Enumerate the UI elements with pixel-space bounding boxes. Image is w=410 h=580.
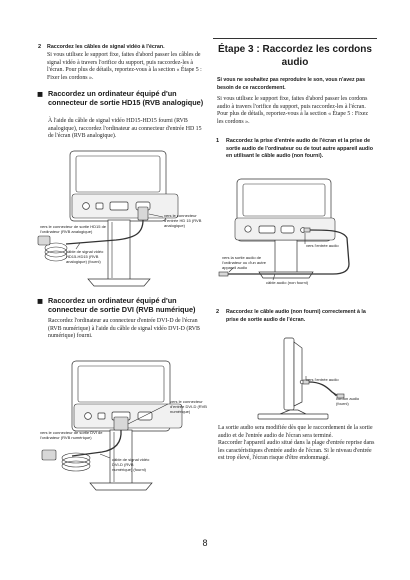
section-note: Si vous ne souhaitez pas reproduire le s… xyxy=(217,77,365,91)
monitor-back-inner xyxy=(242,183,326,217)
cable-coil-loop xyxy=(44,246,68,258)
section-intro: Si vous utilisez le support fixe, faites… xyxy=(217,96,368,125)
cable-coil-loop xyxy=(61,460,91,472)
dvi-monitor-plug xyxy=(113,416,129,431)
diagram-label-input: vers l'entrée audio xyxy=(306,377,339,382)
hd15-cable xyxy=(65,219,144,245)
page-number: 8 xyxy=(202,538,208,548)
monitor-stand-base xyxy=(89,482,153,491)
cable-coil-loop xyxy=(44,242,68,254)
monitor-stand-neck xyxy=(274,239,298,275)
hd15-connection-diagram xyxy=(37,150,179,287)
audio-cord xyxy=(308,381,339,397)
step-title: Raccordez les câbles de signal vidéo à l… xyxy=(47,44,165,50)
closing-paragraph-1: La sortie audio sera modifiée dès que le… xyxy=(218,425,373,439)
section-heading-hd15: Raccordez un ordinateur équipé d'un conn… xyxy=(48,89,204,107)
leader-line xyxy=(228,267,234,273)
diagram-label-cable: câble de signal vidéo HD15-HD15 (RVB ana… xyxy=(66,249,104,264)
monitor-stand-base xyxy=(258,271,314,279)
closing-paragraph-2: Raccorder l'appareil audio situé dans la… xyxy=(218,440,375,462)
diagram-label-input: vers le connecteur d'entrée DVI-D (RVB n… xyxy=(170,399,207,414)
leader-line xyxy=(127,403,169,425)
hd15-computer-plug xyxy=(37,235,51,246)
cable-coil-loop xyxy=(61,452,91,464)
audio-cord-plug xyxy=(336,393,345,399)
monitor-stand xyxy=(279,409,307,415)
cable-coil-loop xyxy=(61,456,91,468)
monitor-stand-base xyxy=(87,278,151,287)
diagram-label-output: vers le connecteur de sortie DVI de l'or… xyxy=(40,430,103,440)
audio-side-view-diagram xyxy=(257,337,345,420)
monitor-stand-base xyxy=(257,413,329,420)
section-bullet-icon: ■ xyxy=(37,90,44,98)
diagram-label-cable: cordon audio (fourni) xyxy=(336,396,360,406)
diagram-label-cable: câble audio (non fourni) xyxy=(266,280,309,285)
monitor-side xyxy=(283,337,295,411)
section-body-hd15: À l'aide du câble de signal vidéo HD15-H… xyxy=(48,118,202,140)
step-number: 2 xyxy=(216,309,220,315)
diagram-label-output: vers le connecteur de sortie HD15 de l'o… xyxy=(40,224,107,234)
leader-line xyxy=(75,242,81,250)
hd15-monitor-plug xyxy=(137,206,149,221)
power-connector xyxy=(82,202,90,210)
audio-connector xyxy=(95,202,104,210)
diagram-label-input: vers le connecteur d'entrée HD 15 (RVB a… xyxy=(164,213,202,228)
monitor-back-inner xyxy=(75,155,161,193)
dvi-d-connector xyxy=(109,201,129,211)
audio-connection-diagram xyxy=(218,178,350,281)
audio-output-plug xyxy=(218,271,229,277)
step-title: Raccordez le câble audio (non fourni) co… xyxy=(226,309,366,323)
monitor-back-inner xyxy=(77,365,165,403)
section-heading-dvi: Raccordez un ordinateur équipé d'un conn… xyxy=(48,296,196,314)
audio-cable xyxy=(227,229,350,275)
diagram-label-output: vers la sortie audio de l'ordinateur ou … xyxy=(222,255,267,270)
section-body-dvi: Raccordez l'ordinateur au connecteur d'e… xyxy=(48,318,200,340)
audio-connector xyxy=(97,412,106,420)
power-connector xyxy=(84,412,92,420)
monitor-stand-neck xyxy=(107,219,131,281)
dvi-computer-plug xyxy=(41,449,57,461)
leader-line xyxy=(148,213,164,218)
dvi-cable xyxy=(71,429,122,457)
leader-line xyxy=(272,273,276,281)
diagram-label-input: vers l'entrée audio xyxy=(306,243,339,248)
cable-coil-loop xyxy=(44,250,68,262)
leader-line xyxy=(331,391,337,397)
leader-line xyxy=(99,453,111,459)
section-title: Étape 3 : Raccordez les cordons audio xyxy=(218,44,372,68)
dvi-connection-diagram xyxy=(41,360,183,491)
section-bullet-icon: ■ xyxy=(37,297,44,305)
dvi-d-connector xyxy=(258,225,276,234)
monitor-rear-housing xyxy=(293,341,303,407)
diagram-label-cable: câble de signal vidéo DVI-D (RVB numériq… xyxy=(112,457,150,472)
audio-plug xyxy=(303,227,311,233)
step-number: 2 xyxy=(38,44,42,50)
hd15-connector xyxy=(280,225,295,234)
step-number: 1 xyxy=(216,138,220,144)
step-title: Raccordez la prise d'entrée audio de l'é… xyxy=(226,138,373,160)
step-body: Si vous utilisez le support fixe, faites… xyxy=(47,52,202,81)
power-connector xyxy=(244,225,252,233)
section-divider xyxy=(213,38,377,39)
